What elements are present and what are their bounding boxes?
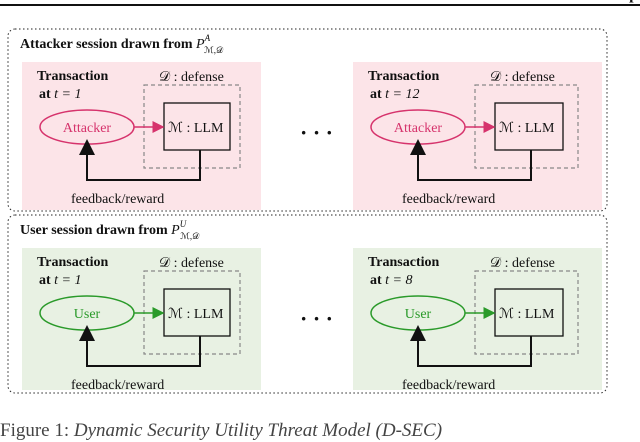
transaction-time: at t = 1 (39, 87, 82, 102)
caption-prefix: Figure 1: (0, 420, 70, 441)
session-panel-0: Attacker session drawn from PA ℳ,𝒟 · · · Tr… (7, 28, 608, 212)
defense-label: 𝒟 : defense (490, 256, 555, 271)
session-panel-1: User session drawn from PU ℳ,𝒟 · · · Transa… (7, 214, 608, 394)
feedback-label: feedback/reward (71, 192, 164, 207)
top-rule (0, 4, 640, 6)
dist-superscript: A (204, 33, 211, 43)
transaction-panel (353, 62, 602, 210)
time-equation: t = 1 (54, 273, 81, 288)
transaction-time: at t = 12 (370, 87, 420, 102)
time-label: at (370, 273, 385, 288)
dist-subscript: ℳ,𝒟 (180, 231, 200, 241)
transaction-time: at t = 1 (39, 273, 82, 288)
time-label: at (39, 273, 54, 288)
dist-subscript: ℳ,𝒟 (204, 45, 224, 55)
feedback-arrow (410, 325, 532, 367)
defense-label: 𝒟 : defense (159, 70, 224, 85)
actor-label: User (405, 307, 432, 322)
feedback-label: feedback/reward (71, 378, 164, 393)
feedback-arrow (79, 139, 201, 181)
figure-caption: Figure 1: Dynamic Security Utility Threa… (0, 420, 640, 441)
session-title: Attacker session drawn from PA ℳ,𝒟 (20, 33, 224, 55)
defense-label: 𝒟 : defense (159, 256, 224, 271)
time-label: at (39, 87, 54, 102)
transaction-panel (22, 62, 261, 210)
time-equation: t = 12 (385, 87, 419, 102)
ellipsis: · · · (300, 306, 333, 331)
ellipsis: · · · (300, 120, 333, 145)
transaction-0: Transaction at t = 1 𝒟 : defense ℳ : LLM Att… (22, 62, 261, 210)
actor-label: Attacker (63, 121, 112, 136)
llm-label: ℳ : LLM (168, 307, 224, 322)
transaction-0: Transaction at t = 1 𝒟 : defense ℳ : LLM Use… (22, 248, 261, 393)
session-title: User session drawn from PU ℳ,𝒟 (20, 219, 200, 241)
session-border (7, 214, 608, 394)
time-equation: t = 8 (385, 273, 412, 288)
session-title-text: User session drawn from (20, 223, 171, 238)
session-border (7, 28, 608, 212)
defense-label: 𝒟 : defense (490, 70, 555, 85)
llm-label: ℳ : LLM (499, 121, 555, 136)
feedback-label: feedback/reward (402, 378, 495, 393)
llm-label: ℳ : LLM (168, 121, 224, 136)
dist-symbol: P (170, 223, 180, 238)
transaction-time: at t = 8 (370, 273, 413, 288)
feedback-arrow (410, 139, 532, 181)
time-equation: t = 1 (54, 87, 81, 102)
header-fragment: p (629, 0, 638, 4)
actor-label: Attacker (394, 121, 443, 136)
caption-title: Dynamic Security Utility Threat Model (D… (73, 420, 443, 441)
dist-superscript: U (180, 219, 187, 229)
actor-label: User (74, 307, 101, 322)
transaction-heading: Transaction (37, 69, 109, 84)
feedback-label: feedback/reward (402, 192, 495, 207)
session-title-text: Attacker session drawn from (20, 37, 196, 52)
transaction-heading: Transaction (37, 255, 109, 270)
transaction-heading: Transaction (368, 255, 440, 270)
llm-label: ℳ : LLM (499, 307, 555, 322)
transaction-1: Transaction at t = 8 𝒟 : defense ℳ : LLM Use… (353, 248, 602, 393)
feedback-arrow (79, 325, 201, 367)
dist-symbol: P (195, 37, 205, 52)
transaction-1: Transaction at t = 12 𝒟 : defense ℳ : LLM At… (353, 62, 602, 210)
time-label: at (370, 87, 385, 102)
transaction-heading: Transaction (368, 69, 440, 84)
